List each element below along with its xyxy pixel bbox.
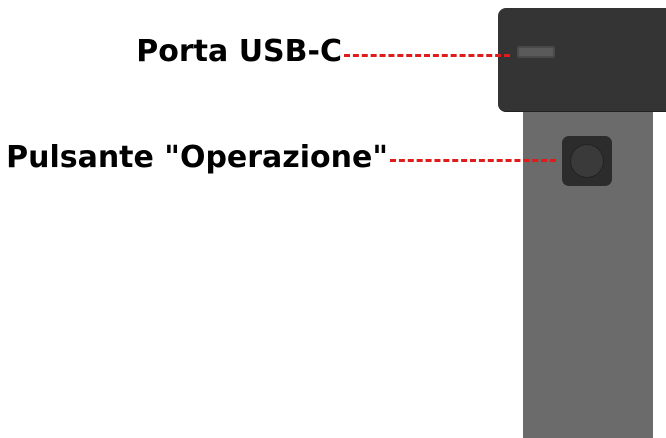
operation-button-label: Pulsante "Operazione" [6, 140, 388, 175]
operation-button-leader-line [390, 159, 556, 162]
usb-port-leader-line [344, 54, 510, 57]
operation-button-cap [570, 144, 604, 178]
usb-c-port [517, 46, 555, 58]
usb-port-label: Porta USB-C [136, 34, 342, 69]
device-head [498, 8, 666, 112]
operation-button [562, 136, 612, 186]
